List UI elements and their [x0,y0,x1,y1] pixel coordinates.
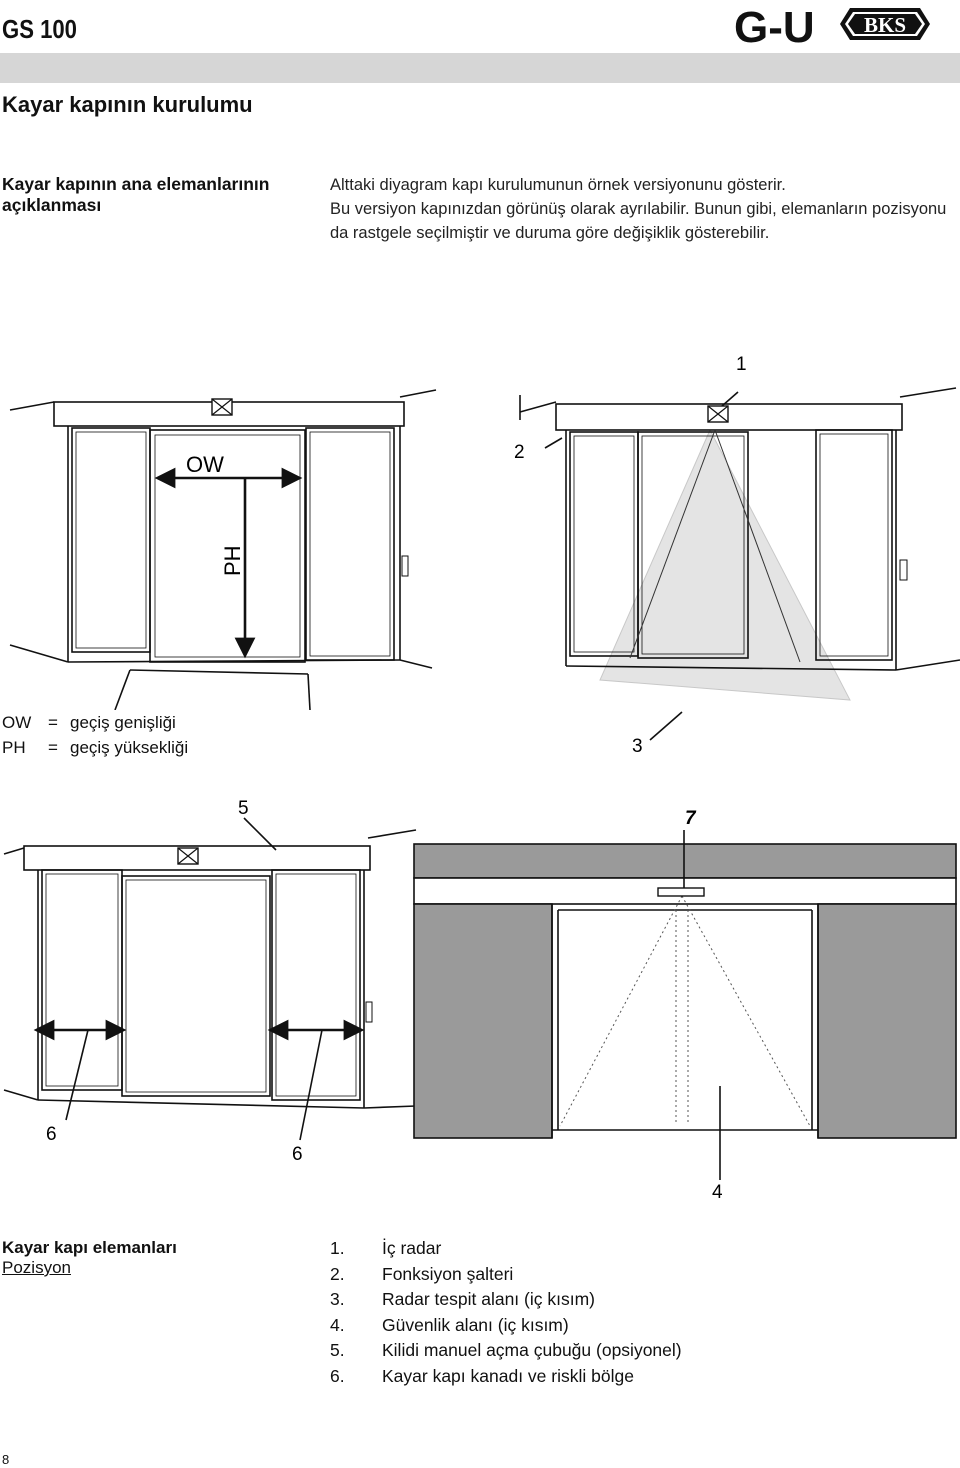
list-item-text: Radar tespit alanı (iç kısım) [382,1289,595,1309]
list-item-number: 2. [330,1263,345,1284]
list-item: 4. Güvenlik alanı (iç kısım) [330,1313,682,1339]
wall-right [817,903,957,1139]
figure-door-dimensions: OW PH [9,389,437,710]
elements-list: 1. İç radar 2. Fonksiyon şalteri 3. Radar t… [330,1236,682,1389]
list-item: 2. Fonksiyon şalteri [330,1262,682,1288]
document-title: GS 100 [2,14,77,44]
list-item-text: Kilidi manuel açma çubuğu (opsiyonel) [382,1340,682,1360]
elements-title: Kayar kapı elemanları [2,1238,177,1257]
list-item: 1. İç radar [330,1236,682,1262]
gu-logo: G-U [734,3,815,48]
radar-icon [177,847,199,865]
intro-line-1: Alttaki diyagram kapı kurulumunun örnek … [330,176,786,194]
list-item-number: 5. [330,1340,345,1360]
radar-unit [657,887,705,897]
callout-5: 5 [238,798,249,819]
side-heading: Kayar kapının ana elemanlarının açıklanm… [2,174,270,215]
wall-left [413,903,553,1139]
ph-label: PH [220,545,245,576]
legend-text: geçiş yüksekliği [70,738,189,757]
callout-1: 1 [736,354,747,375]
callout-7: 7 [685,808,697,829]
brand-logos: G-U BKS [734,3,930,48]
ow-label: OW [186,452,224,477]
figure-risk-zones: 5 6 6 [3,798,417,1165]
list-item-number: 6. [330,1365,345,1386]
wall-top [413,843,957,879]
legend: OW = geçiş genişliği PH = geçiş yüksekli… [2,710,188,760]
legend-eq: = [48,738,58,757]
header-bar [0,53,960,83]
legend-key: OW [2,713,32,732]
callout-2: 2 [514,442,525,463]
intro-text: Alttaki diyagram kapı kurulumunun örnek … [330,173,950,245]
elements-heading: Kayar kapı elemanları Pozisyon [2,1238,177,1278]
list-item: 5. Kilidi manuel açma çubuğu (opsiyonel) [330,1338,682,1364]
figure-safety-area: 7 4 [413,808,957,1203]
intro-line-2: Bu versiyon kapınızdan görünüş olarak ay… [330,200,947,242]
list-item-text: Güvenlik alanı (iç kısım) [382,1314,569,1335]
callout-3: 3 [632,736,643,757]
page-number: 8 [2,1452,10,1467]
legend-text: geçiş genişliği [70,713,176,732]
elements-subtitle: Pozisyon [2,1258,71,1277]
callout-6b: 6 [292,1144,303,1165]
callout-6a: 6 [46,1124,57,1145]
callout-4: 4 [712,1182,723,1203]
figure-radar-field: 1 2 3 [514,354,960,757]
list-item-text: İç radar [382,1238,442,1258]
gu-logo-text: G-U [734,3,815,48]
radar-icon [211,398,233,416]
section-title: Kayar kapının kurulumu [2,92,253,117]
legend-row: PH = geçiş yüksekliği [2,735,188,760]
radar-icon [707,405,729,423]
list-item-number: 1. [330,1238,345,1258]
legend-eq: = [48,713,58,732]
list-item: 3. Radar tespit alanı (iç kısım) [330,1287,682,1313]
legend-row: OW = geçiş genişliği [2,710,188,735]
bks-logo: BKS [840,8,930,40]
bks-logo-text: BKS [864,13,906,37]
legend-key: PH [2,738,26,757]
list-item-number: 4. [330,1314,345,1335]
list-item-number: 3. [330,1289,345,1309]
list-item: 6. Kayar kapı kanadı ve riskli bölge [330,1364,682,1390]
list-item-text: Fonksiyon şalteri [382,1263,514,1284]
list-item-text: Kayar kapı kanadı ve riskli bölge [382,1365,634,1386]
